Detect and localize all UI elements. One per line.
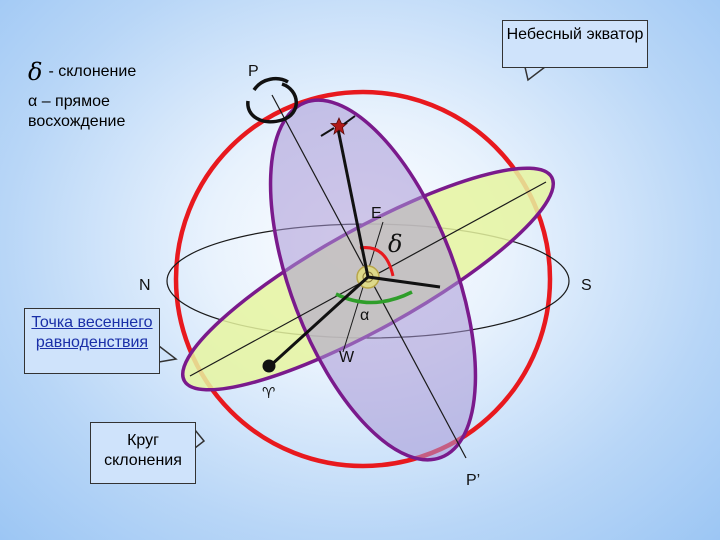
rotation-ring-icon — [246, 76, 298, 124]
celestial-sphere — [173, 89, 553, 469]
legend: δ - склонение α – прямое восхождение — [28, 58, 158, 132]
vernal-equinox-point — [262, 359, 276, 373]
callout-celestial-equator: Небесный экватор — [502, 20, 648, 68]
legend-alpha-text: α – прямое восхождение — [28, 93, 126, 130]
equinox-vector — [268, 275, 370, 368]
label-north: N — [139, 277, 151, 294]
callout-equator-pointer — [524, 66, 548, 82]
label-pole-south: P’ — [466, 472, 480, 489]
label-east: E — [371, 205, 382, 222]
callout-vernal-equinox[interactable]: Точка весеннего равноденствия — [24, 308, 160, 374]
legend-delta-text: - склонение — [48, 63, 137, 80]
label-pole-north: P — [248, 63, 259, 80]
legend-delta-symbol: δ — [28, 58, 43, 86]
callout-declination-circle: Круг склонения — [90, 422, 196, 484]
label-south: S — [581, 277, 592, 294]
label-alpha: α — [360, 307, 369, 324]
label-delta: δ — [388, 230, 402, 258]
declination-foot-vector — [367, 275, 441, 289]
star-radius-vector — [336, 128, 370, 278]
label-west: W — [339, 349, 355, 366]
declination-arc — [359, 246, 395, 277]
callout-circle-pointer — [194, 427, 206, 450]
callout-equinox-pointer — [158, 344, 178, 363]
right-ascension-arc — [335, 290, 413, 305]
star-icon — [320, 115, 356, 137]
label-aries: ♈ — [262, 384, 275, 402]
